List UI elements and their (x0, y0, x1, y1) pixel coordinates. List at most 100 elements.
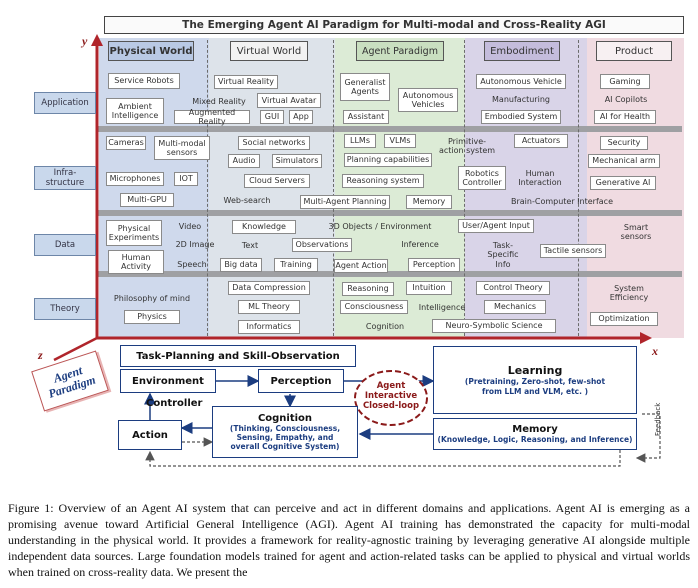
flow-connectors (144, 370, 661, 467)
memory-description: (Knowledge, Logic, Reasoning, and Infere… (437, 435, 633, 444)
row-divider (97, 271, 682, 277)
column-separator (207, 40, 208, 336)
cell-primitive-action-system: Primitive- action system (438, 136, 496, 155)
cell-autonomous-vehicles-agent: Autonomous Vehicles (398, 88, 458, 112)
cell-virtual-reality: Virtual Reality (214, 75, 278, 89)
cell-vlms: VLMs (384, 134, 416, 148)
header-agent-paradigm: Agent Paradigm (356, 41, 444, 61)
cell-control-theory: Control Theory (476, 281, 550, 295)
cell-planning-capabilities: Planning capabilities (344, 153, 432, 167)
cell-consciousness: Consciousness (340, 300, 408, 314)
figure-caption: Figure 1: Overview of an Agent AI system… (8, 501, 690, 579)
action-box: Action (118, 420, 182, 450)
cell-cloud-servers: Cloud Servers (244, 174, 310, 188)
memory-box: Memory (Knowledge, Logic, Reasoning, and… (433, 418, 637, 450)
row-label-infrastructure: Infra- structure (34, 166, 96, 190)
cell-philosophy-of-mind: Philosophy of mind (113, 294, 191, 304)
cell-agent-action: Agent Action (334, 259, 388, 273)
cell-generalist-agents: Generalist Agents (340, 73, 390, 101)
cell-virtual-avatar: Virtual Avatar (257, 93, 321, 108)
cell-task-specific-info: Task- Specific Info (487, 241, 519, 269)
cell-inference: Inference (401, 240, 439, 250)
cell-2d-image: 2D Image (175, 240, 215, 250)
cell-big-data: Big data (220, 258, 262, 272)
cell-mechanical-arm: Mechanical arm (588, 154, 660, 168)
cell-physics: Physics (124, 310, 180, 324)
cell-speech: Speech (177, 260, 207, 270)
environment-box: Environment (120, 369, 216, 393)
agent-interactive-closed-loop: Agent Interactive Closed-loop (362, 381, 420, 412)
cell-informatics: Informatics (238, 320, 300, 334)
cell-ml-theory: ML Theory (238, 300, 300, 314)
cell-assistant: Assistant (343, 110, 389, 124)
header-physical-world: Physical World (108, 41, 194, 61)
y-axis-label: y (82, 34, 88, 48)
cell-service-robots: Service Robots (108, 73, 180, 89)
cell-robotics-controller: Robotics Controller (458, 166, 506, 190)
cell-brain-computer-interface: Brain-Computer Interface (511, 197, 613, 207)
row-label-data: Data (34, 234, 96, 256)
cell-microphones: Microphones (106, 172, 164, 186)
cell-cognition: Cognition (365, 322, 405, 332)
column-separator (333, 40, 334, 336)
z-axis-label: z (38, 348, 43, 362)
cell-video: Video (178, 222, 202, 232)
feedback-label: Feedback (654, 402, 662, 436)
cell-intuition: Intuition (406, 281, 452, 295)
x-axis-label: x (652, 344, 658, 358)
cell-cameras: Cameras (106, 136, 146, 150)
cell-ai-copilots: AI Copilots (604, 95, 648, 105)
cell-gui: GUI (260, 110, 284, 124)
cell-mechanics: Mechanics (484, 300, 546, 314)
controller-label: Controller (146, 398, 203, 409)
cell-multi-modal-sensors: Multi-modal sensors (154, 136, 210, 160)
cell-human-activity: Human Activity (108, 250, 164, 274)
cell-ai-for-health: AI for Health (594, 110, 656, 124)
cell-neuro-symbolic-science: Neuro-Symbolic Science (432, 319, 556, 333)
learning-description: (Pretraining, Zero-shot, few-shot from L… (464, 376, 606, 396)
diagram-title: The Emerging Agent AI Paradigm for Multi… (104, 16, 684, 34)
perception-box: Perception (258, 369, 344, 393)
cell-training: Training (274, 258, 318, 272)
cell-autonomous-vehicle: Autonomous Vehicle (476, 74, 566, 89)
task-planning-box: Task-Planning and Skill-Observation (120, 345, 356, 367)
cell-intelligence: Intelligence (418, 303, 466, 313)
cell-generative-ai: Generative AI (590, 176, 656, 190)
cell-social-networks: Social networks (238, 136, 310, 150)
cell-text: Text (241, 241, 259, 251)
cell-app: App (289, 110, 313, 124)
cell-gaming: Gaming (600, 74, 650, 89)
cognition-title: Cognition (257, 413, 313, 424)
cell-memory-infra: Memory (406, 195, 452, 209)
cell-user-agent-input: User/Agent Input (458, 219, 534, 233)
cell-simulators: Simulators (272, 154, 322, 168)
cell-web-search: Web-search (223, 196, 271, 206)
cell-human-interaction: Human Interaction (518, 168, 562, 187)
cognition-box: Cognition (Thinking, Consciousness, Sens… (212, 406, 358, 458)
cell-manufacturing: Manufacturing (492, 95, 550, 105)
cell-perception-data: Perception (408, 258, 460, 272)
cell-data-compression: Data Compression (228, 281, 310, 295)
memory-title: Memory (512, 424, 558, 435)
row-divider (97, 126, 682, 132)
cell-actuators: Actuators (514, 134, 568, 148)
cell-multi-gpu: Multi-GPU (120, 193, 174, 207)
row-label-application: Application (34, 92, 96, 114)
cell-system-efficiency: System Efficiency (609, 283, 649, 302)
row-divider (97, 210, 682, 216)
row-label-theory: Theory (34, 298, 96, 320)
cell-observations: Observations (292, 238, 352, 252)
cell-physical-experiments: Physical Experiments (106, 220, 162, 246)
cell-smart-sensors: Smart sensors (620, 222, 652, 241)
cell-audio: Audio (228, 154, 260, 168)
column-separator (578, 40, 579, 336)
header-product: Product (596, 41, 672, 61)
cell-reasoning-system: Reasoning system (342, 174, 424, 188)
cell-llms: LLMs (344, 134, 376, 148)
cell-embodied-system: Embodied System (481, 110, 561, 124)
header-virtual-world: Virtual World (230, 41, 308, 61)
cell-ambient-intelligence: Ambient Intelligence (106, 98, 164, 124)
cell-augmented-reality: Augmented Reality (174, 108, 250, 126)
learning-box: Learning (Pretraining, Zero-shot, few-sh… (433, 346, 637, 414)
cell-optimization: Optimization (590, 312, 658, 326)
